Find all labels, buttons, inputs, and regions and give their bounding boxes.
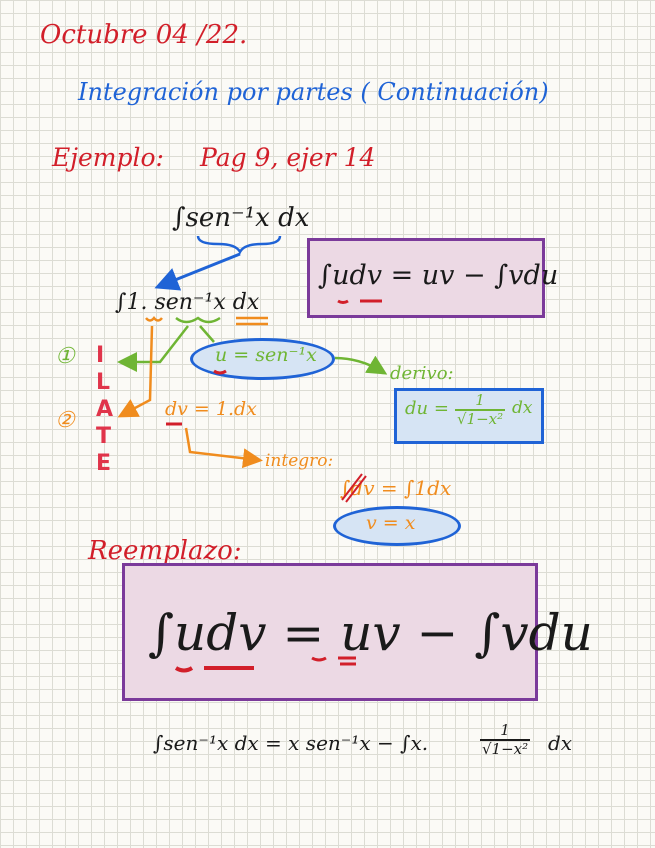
ilate-letter-l: L bbox=[96, 370, 111, 395]
du-numerator: 1 bbox=[475, 391, 485, 409]
v-result: v = x bbox=[366, 512, 416, 534]
problem-integral: ∫sen⁻¹x dx bbox=[172, 203, 310, 233]
example-reference: Pag 9, ejer 14 bbox=[200, 143, 376, 172]
du-lhs: du = bbox=[405, 398, 449, 419]
big-v-underline bbox=[338, 656, 356, 666]
marker-2: ② bbox=[55, 408, 75, 433]
du-suffix: dx bbox=[512, 398, 533, 418]
date-heading: Octubre 04 /22. bbox=[40, 20, 248, 50]
v-integral: ∫dv = ∫1dx bbox=[340, 476, 452, 500]
orange-arrow-a bbox=[117, 325, 154, 418]
replace-label: Reemplazo: bbox=[88, 536, 242, 566]
v-ellipse bbox=[333, 506, 461, 546]
strike-dv bbox=[341, 473, 367, 503]
formula-big: ∫udv = uv − ∫vdu bbox=[148, 604, 593, 662]
orange-underline-dx bbox=[236, 316, 268, 326]
dv-definition: dv = 1.dx bbox=[165, 398, 257, 420]
du-denominator: √1−x² bbox=[455, 409, 506, 429]
final-numerator: 1 bbox=[500, 721, 510, 739]
page-title: Integración por partes ( Continuación) bbox=[78, 78, 549, 106]
ilate-letter-a: A bbox=[96, 397, 114, 422]
blue-arrow bbox=[154, 252, 241, 291]
ilate-letter-e: E bbox=[96, 451, 112, 476]
ilate-letter-t: T bbox=[96, 424, 112, 449]
derive-label: derivo: bbox=[390, 363, 454, 384]
du-fraction: 1 √1−x² bbox=[455, 391, 506, 429]
blue-brace bbox=[196, 235, 282, 255]
formula-box-small bbox=[307, 238, 545, 318]
big-u-underline bbox=[174, 666, 194, 673]
integrate-label: integro: bbox=[265, 451, 334, 471]
green-arrow-i bbox=[117, 325, 189, 372]
final-fraction: 1 √1−x² bbox=[480, 721, 531, 759]
final-suffix: dx bbox=[548, 731, 573, 755]
du-box bbox=[394, 388, 544, 444]
green-brace bbox=[175, 316, 221, 324]
orange-arrow-integrate bbox=[184, 427, 263, 469]
small-u-underline bbox=[337, 299, 349, 304]
final-denominator: √1−x² bbox=[480, 739, 531, 759]
green-arrow-derive bbox=[334, 355, 388, 375]
formula-box-big bbox=[122, 563, 538, 701]
u-ellipse bbox=[190, 338, 335, 380]
final-lhs: ∫sen⁻¹x dx = x sen⁻¹x − ∫x. bbox=[153, 731, 429, 755]
orange-brace-1 bbox=[145, 316, 163, 322]
u-underline bbox=[213, 369, 227, 375]
formula-small: ∫udv = uv − ∫vdu bbox=[318, 260, 559, 291]
u-definition: u = sen⁻¹x bbox=[215, 344, 317, 366]
ilate-letter-i: I bbox=[96, 343, 105, 368]
rewritten-integral: ∫1. sen⁻¹x dx bbox=[115, 290, 260, 315]
green-link-u bbox=[199, 325, 215, 343]
example-label: Ejemplo: bbox=[52, 143, 164, 172]
big-u2-underline bbox=[311, 656, 327, 662]
marker-1: ① bbox=[55, 344, 75, 369]
